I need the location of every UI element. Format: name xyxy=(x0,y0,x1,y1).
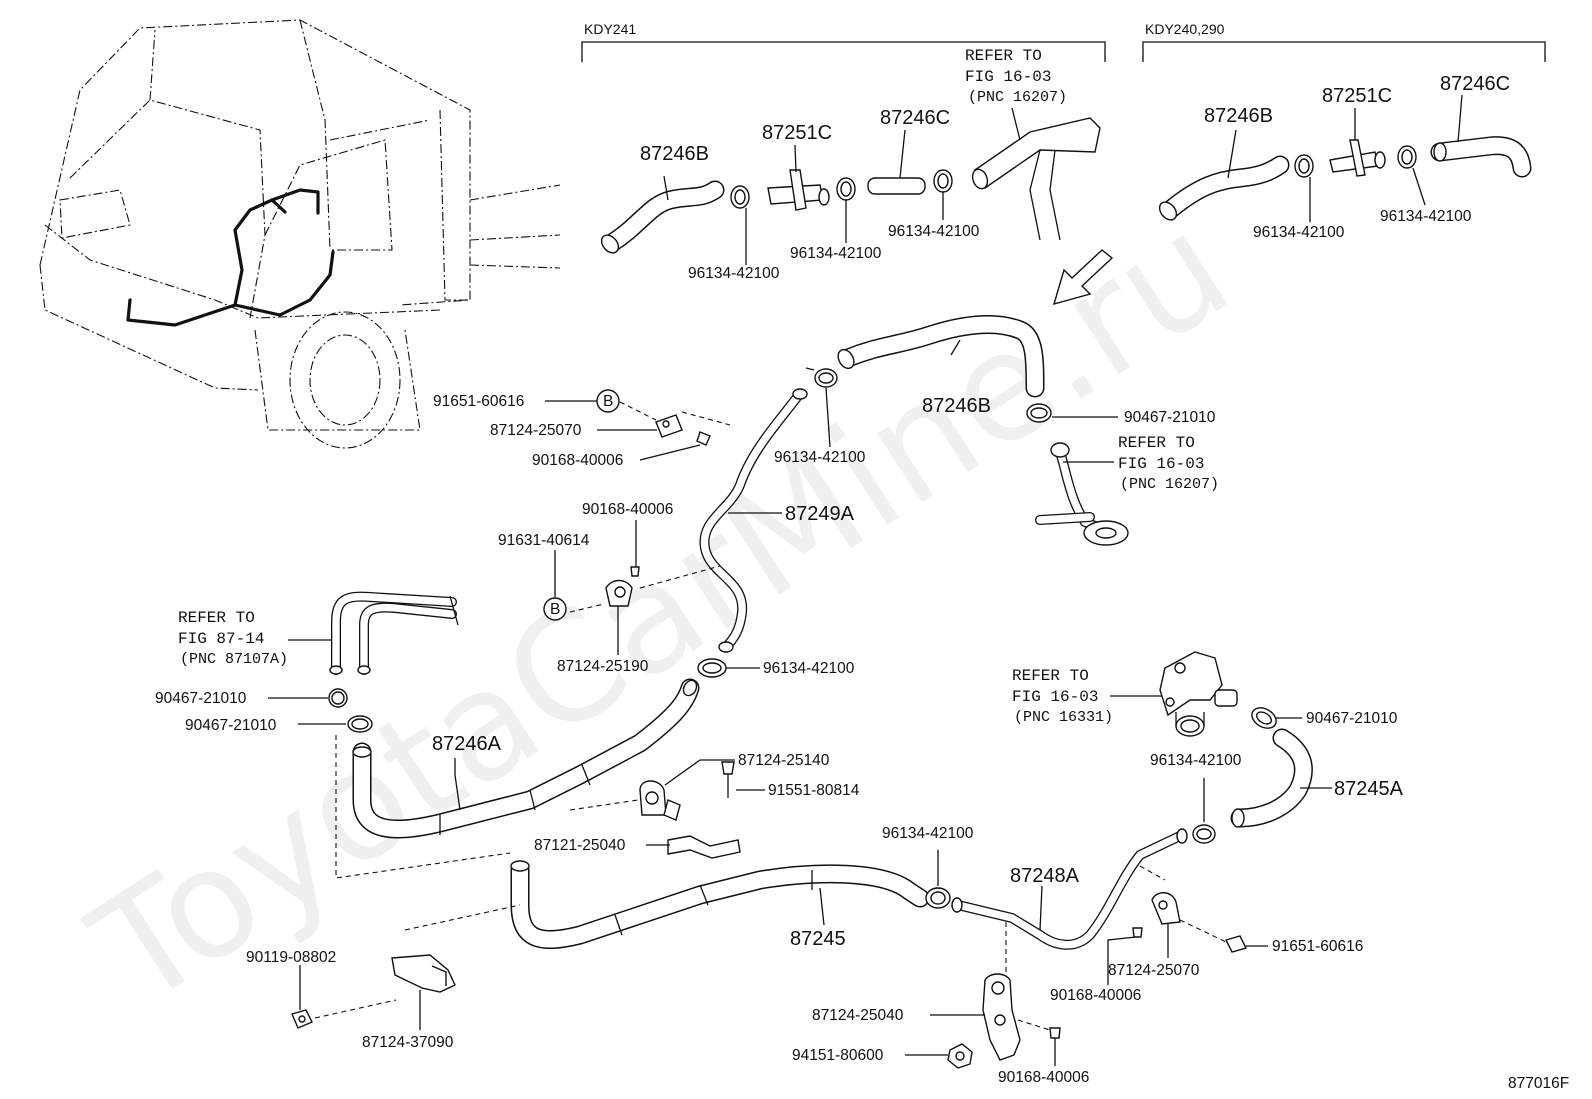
pnc-87246C-top: 87246C xyxy=(880,107,950,129)
part-91551-80814: 91551-80814 xyxy=(768,782,860,799)
group-label-kdy241: KDY241 xyxy=(584,21,636,37)
pnc-87246B-right: 87246B xyxy=(1204,105,1273,127)
part-91651-60616-a: 91651-60616 xyxy=(433,393,524,410)
part-96134-42100-a: 96134-42100 xyxy=(688,265,780,282)
callout-b-top-label: B xyxy=(603,393,613,410)
part-90467-21010-a: 90467-21010 xyxy=(1124,409,1216,426)
direction-arrow xyxy=(1052,249,1114,306)
right-hose-assembly: REFER TO FIG 16-03 (PNC 16331) 90467-210… xyxy=(1012,651,1404,844)
pnc-87246B-mid: 87246B xyxy=(922,395,991,417)
refer-line1: REFER TO xyxy=(965,47,1042,65)
refer-line1: REFER TO xyxy=(1118,434,1195,452)
part-87124-25190: 87124-25190 xyxy=(557,658,649,675)
part-87124-37090: 87124-37090 xyxy=(362,1034,454,1051)
part-87121-25040: 87121-25040 xyxy=(534,837,626,854)
figure-id: 877016F xyxy=(1508,1075,1569,1092)
refer-line2: FIG 87-14 xyxy=(178,630,264,648)
pnc-87248A: 87248A xyxy=(1010,865,1080,887)
refer-line3: (PNC 16207) xyxy=(968,89,1067,106)
part-90168-40006-c: 90168-40006 xyxy=(1050,987,1141,1004)
part-96134-42100-g: 96134-42100 xyxy=(763,660,855,677)
refer-block-lower-right: REFER TO FIG 16-03 (PNC 16331) xyxy=(1012,667,1113,726)
part-90168-40006-a: 90168-40006 xyxy=(532,452,623,469)
part-91631-40614: 91631-40614 xyxy=(498,532,590,549)
part-96134-42100-e: 96134-42100 xyxy=(1380,208,1472,225)
part-90168-40006-b: 90168-40006 xyxy=(582,501,673,518)
group-bracket-kdy240-290: KDY240,290 xyxy=(1142,21,1546,62)
refer-block-top-left: REFER TO FIG 16-03 (PNC 16207) xyxy=(965,47,1067,106)
kdy240-290-assembly: 87246B 87251C 87246C 96134-42100 96134-4… xyxy=(1158,73,1532,241)
part-90119-08802: 90119-08802 xyxy=(246,949,336,966)
refer-line3: (PNC 16207) xyxy=(1120,476,1219,493)
vehicle-sketch xyxy=(39,19,561,449)
pnc-87246A: 87246A xyxy=(432,733,502,755)
part-90467-21010-b: 90467-21010 xyxy=(155,690,247,707)
part-96134-42100-h: 96134-42100 xyxy=(1150,752,1242,769)
kdy241-assembly: 87246B 87251C 87246C 96134-42100 96134-4… xyxy=(600,47,1101,282)
part-94151-80600: 94151-80600 xyxy=(792,1047,884,1064)
part-90467-21010-d: 90467-21010 xyxy=(1306,710,1398,727)
group-label-kdy240-290: KDY240,290 xyxy=(1145,21,1225,37)
pnc-87245A: 87245A xyxy=(1334,778,1404,800)
part-96134-42100-i: 96134-42100 xyxy=(882,825,974,842)
callout-b-bottom-label: B xyxy=(550,601,560,618)
part-87124-25070-a: 87124-25070 xyxy=(490,422,582,439)
left-hose-assembly: REFER TO FIG 87-14 (PNC 87107A) 90467-21… xyxy=(155,591,700,879)
pnc-87246B-top: 87246B xyxy=(640,143,709,165)
part-87124-25040: 87124-25040 xyxy=(812,1007,904,1024)
part-90467-21010-c: 90467-21010 xyxy=(185,717,277,734)
part-91651-60616-b: 91651-60616 xyxy=(1272,938,1363,955)
center-brackets: 87124-25140 91551-80814 87121-25040 xyxy=(534,752,860,859)
refer-line2: FIG 16-03 xyxy=(965,68,1051,86)
part-96134-42100-d: 96134-42100 xyxy=(1253,224,1345,241)
part-96134-42100-c: 96134-42100 xyxy=(888,223,980,240)
refer-line2: FIG 16-03 xyxy=(1118,455,1204,473)
part-96134-42100-b: 96134-42100 xyxy=(790,245,882,262)
pnc-87249A: 87249A xyxy=(785,503,855,525)
refer-line1: REFER TO xyxy=(178,609,255,627)
part-96134-42100-f: 96134-42100 xyxy=(774,449,866,466)
part-87124-25070-b: 87124-25070 xyxy=(1108,962,1200,979)
pnc-87251C-top: 87251C xyxy=(762,122,832,144)
refer-line1: REFER TO xyxy=(1012,667,1089,685)
refer-line3: (PNC 87107A) xyxy=(180,651,288,668)
middle-hose-assembly: 87246B 90467-21010 REFER TO FIG 16-03 (P… xyxy=(433,315,1219,678)
pnc-87246C-right: 87246C xyxy=(1440,73,1510,95)
part-87124-25140: 87124-25140 xyxy=(738,752,830,769)
refer-block-left: REFER TO FIG 87-14 (PNC 87107A) xyxy=(178,609,288,668)
callout-b-top xyxy=(596,389,620,413)
pnc-87245: 87245 xyxy=(790,928,846,950)
refer-line3: (PNC 16331) xyxy=(1014,709,1113,726)
bottom-hose-assembly: 87245 96134-42100 87248A 91651-60616 871… xyxy=(246,825,1363,1086)
refer-line2: FIG 16-03 xyxy=(1012,688,1098,706)
refer-block-mid-right: REFER TO FIG 16-03 (PNC 16207) xyxy=(1118,434,1219,493)
group-bracket-kdy241: KDY241 xyxy=(581,21,1106,62)
pnc-87251C-right: 87251C xyxy=(1322,85,1392,107)
callout-b-bottom xyxy=(543,597,567,621)
part-90168-40006-d: 90168-40006 xyxy=(998,1069,1089,1086)
